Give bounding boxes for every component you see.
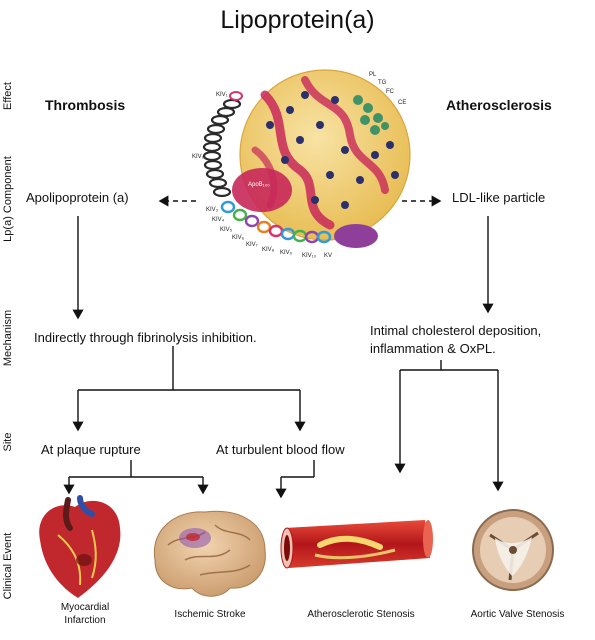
mechanism-fibrinolysis: Indirectly through fibrinolysis inhibiti… bbox=[34, 330, 257, 345]
label-kiv8: KIV₈ bbox=[262, 247, 275, 253]
label-apob: ApoB₁₀₀ bbox=[248, 182, 270, 188]
label-fc: FC bbox=[386, 89, 395, 95]
label-kiv4: KIV₄ bbox=[212, 217, 225, 223]
lpa-particle-illustration bbox=[202, 69, 411, 248]
label-kiv7: KIV₇ bbox=[246, 242, 258, 248]
mechanism-cholesterol-line2: inflammation & OxPL. bbox=[370, 341, 496, 356]
effect-atherosclerosis: Atherosclerosis bbox=[446, 97, 552, 113]
component-ldl-particle: LDL-like particle bbox=[452, 190, 546, 205]
site-plaque-rupture: At plaque rupture bbox=[41, 442, 141, 457]
site-turbulent-flow: At turbulent blood flow bbox=[216, 442, 345, 457]
label-kiv6: KIV₆ bbox=[232, 235, 245, 241]
label-ce: CE bbox=[398, 100, 406, 106]
caption-aortic: Aortic Valve Stenosis bbox=[470, 609, 565, 620]
artery-icon bbox=[280, 520, 433, 569]
caption-mi-line2: Infarction bbox=[64, 615, 106, 626]
caption-mi-line1: Myocardial bbox=[60, 602, 110, 613]
label-kiv10: KIV₁₀ bbox=[302, 253, 317, 259]
caption-mi: Myocardial Infarction bbox=[40, 601, 130, 627]
branch-right-mechanism bbox=[394, 360, 504, 492]
label-kiv3: KIV₃ bbox=[206, 207, 219, 213]
label-kiv5: KIV₅ bbox=[220, 227, 233, 233]
brain-icon bbox=[153, 510, 266, 597]
label-kiv1: KIV₁ bbox=[216, 92, 228, 98]
aortic-valve-icon bbox=[472, 509, 554, 591]
branch-turbulent bbox=[275, 460, 315, 499]
label-tg: TG bbox=[378, 80, 387, 86]
heart-icon bbox=[39, 495, 121, 598]
label-kiv9: KIV₉ bbox=[280, 250, 293, 256]
label-kiv2: KIV₂ bbox=[192, 154, 205, 160]
caption-stroke: Ischemic Stroke bbox=[174, 609, 246, 620]
label-pl: PL bbox=[369, 72, 377, 78]
page-title: Lipoprotein(a) bbox=[220, 6, 375, 34]
effect-thrombosis: Thrombosis bbox=[45, 97, 126, 113]
label-kv: KV bbox=[324, 253, 332, 259]
branch-plaque bbox=[63, 460, 209, 495]
mechanism-cholesterol-line1: Intimal cholesterol deposition, bbox=[370, 323, 542, 338]
component-apolipoprotein: Apolipoprotein (a) bbox=[26, 190, 129, 205]
branch-left-mechanism bbox=[72, 346, 306, 432]
caption-athero: Atherosclerotic Stenosis bbox=[307, 609, 415, 620]
